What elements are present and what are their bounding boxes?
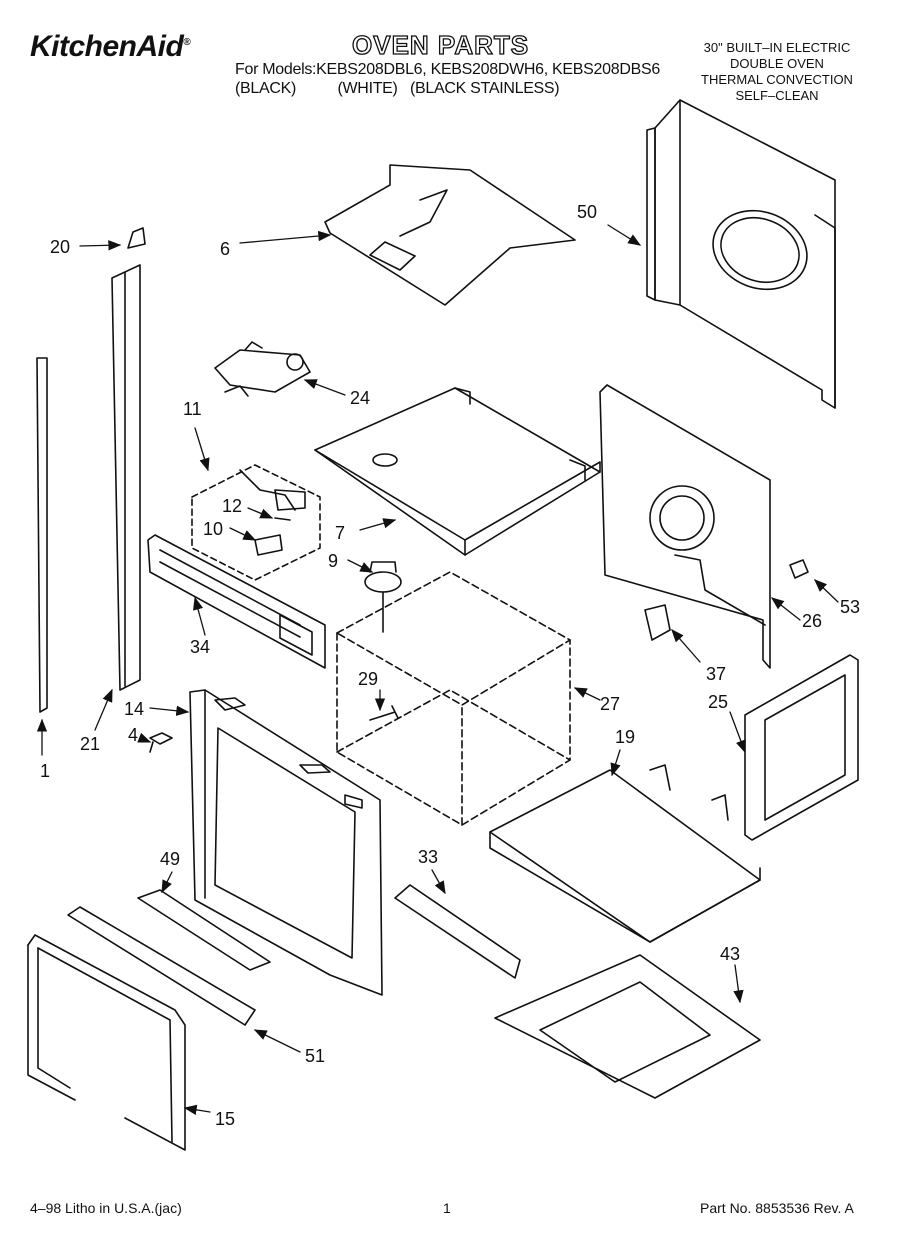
part-bottom-tray: [494, 954, 761, 1099]
part-channel: [394, 884, 521, 979]
desc-line-4: SELF–CLEAN: [735, 88, 819, 103]
registered-mark: ®: [183, 37, 191, 48]
product-description: 30" BUILT–IN ELECTRIC DOUBLE OVEN THERMA…: [672, 40, 882, 104]
callout-26: 26: [802, 611, 823, 631]
callout-33: 33: [418, 847, 439, 867]
part-fan-blade: [644, 604, 671, 641]
leader-lines: [36, 224, 839, 1115]
callout-29: 29: [358, 669, 379, 689]
part-door-gasket: [27, 934, 186, 1151]
footer-page-number: 1: [443, 1200, 451, 1216]
callout-34: 34: [190, 637, 211, 657]
callout-25: 25: [708, 692, 729, 712]
part-fan-motor: [364, 561, 402, 633]
models-line-2: (BLACK) (WHITE) (BLACK STAINLESS): [235, 80, 560, 97]
part-side-trim: [111, 264, 141, 691]
part-clip: [127, 227, 146, 249]
callout-19: 19: [615, 727, 636, 747]
part-oven-liner: [336, 571, 571, 826]
part-sensor-assembly: [191, 464, 321, 581]
part-bracket: [789, 559, 809, 579]
footer-part-number: Part No. 8853536 Rev. A: [700, 1200, 854, 1216]
callout-49: 49: [160, 849, 181, 869]
models-line-1: For Models:KEBS208DBL6, KEBS208DWH6, KEB…: [235, 61, 660, 78]
brand-name: KitchenAid: [30, 30, 184, 63]
part-trim-strip: [36, 357, 48, 713]
callout-37: 37: [706, 664, 727, 684]
part-bolt: [369, 705, 399, 721]
part-screw: [149, 732, 173, 753]
callout-9: 9: [328, 551, 339, 571]
callout-15: 15: [215, 1109, 236, 1129]
callout-50: 50: [577, 202, 598, 222]
callout-10: 10: [203, 519, 224, 539]
callout-53: 53: [840, 597, 861, 617]
callout-4: 4: [128, 725, 139, 745]
desc-line-2: DOUBLE OVEN: [730, 56, 824, 71]
part-top-shield: [324, 164, 576, 306]
part-oven-top: [314, 387, 601, 556]
part-rear-panel: [646, 99, 836, 409]
page-title: OVEN PARTS: [351, 29, 530, 60]
callout-43: 43: [720, 944, 741, 964]
part-side-panel: [744, 654, 859, 841]
model-list: For Models:KEBS208DBL6, KEBS208DWH6, KEB…: [235, 60, 660, 98]
desc-line-1: 30" BUILT–IN ELECTRIC: [703, 40, 851, 55]
callout-6: 6: [220, 239, 231, 259]
brand-logo: KitchenAid®: [30, 30, 191, 64]
callout-11: 11: [183, 399, 202, 419]
footer-litho: 4–98 Litho in U.S.A.(jac): [30, 1200, 182, 1216]
callout-12: 12: [222, 496, 243, 516]
callout-51: 51: [305, 1046, 326, 1066]
callout-21: 21: [80, 734, 101, 754]
part-control-panel: [147, 534, 326, 669]
callout-7: 7: [335, 523, 346, 543]
callout-24: 24: [350, 388, 371, 408]
part-vent-trim: [67, 906, 256, 1026]
desc-line-3: THERMAL CONVECTION: [701, 72, 853, 87]
part-door-switch: [214, 341, 311, 397]
part-bottom-cover: [489, 764, 761, 943]
callout-14: 14: [124, 699, 145, 719]
callout-1: 1: [40, 761, 51, 781]
part-back-wall: [599, 384, 771, 669]
callout-20: 20: [50, 237, 71, 257]
callout-27: 27: [600, 694, 621, 714]
part-lower-bracket: [137, 889, 271, 971]
part-front-frame: [189, 689, 383, 996]
